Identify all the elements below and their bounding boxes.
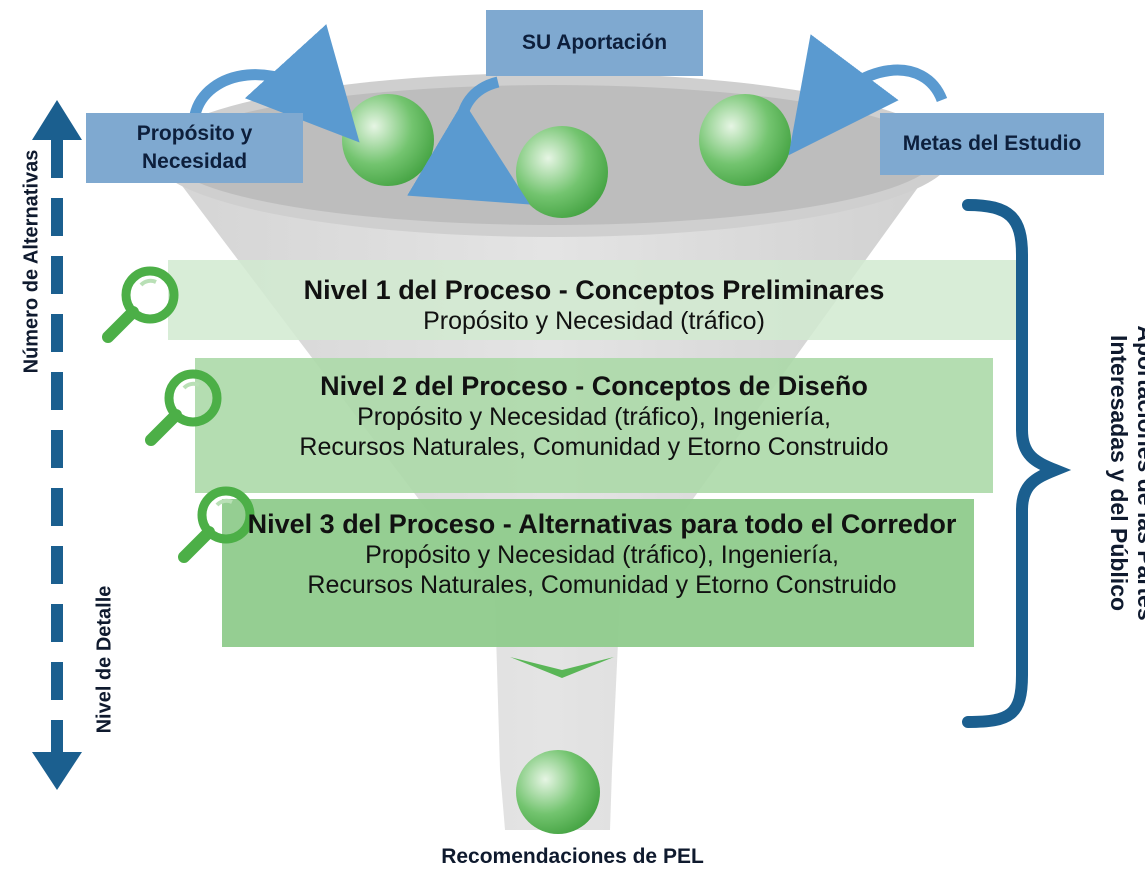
input-label-proposito: Propósito y Necesidad <box>136 121 253 173</box>
input-label-aportacion: SU Aportación <box>521 30 668 54</box>
level-3-description-line2: Recursos Naturales, Comunidad y Etorno C… <box>307 571 897 599</box>
magnifier-icon <box>178 486 255 563</box>
level-3-band <box>222 499 974 647</box>
level-3: Nivel 3 del Proceso - Alternativas para … <box>246 508 958 600</box>
axis-bottom-label: Nivel de Detalle <box>93 585 116 734</box>
output-label: Recomendaciones de PEL <box>441 845 704 868</box>
level-1-title: Nivel 1 del Proceso - Conceptos Prelimin… <box>303 275 885 305</box>
input-box-aportacion: SU Aportación <box>486 10 703 76</box>
level-2-description-line2: Recursos Naturales, Comunidad y Etorno C… <box>299 433 889 461</box>
axis-top-label: Número de Alternativas <box>20 149 43 374</box>
right-bracket <box>962 199 1072 728</box>
input-label-metas: Metas del Estudio <box>902 131 1082 155</box>
level-3-description-line1: Propósito y Necesidad (tráfico), Ingenie… <box>365 541 839 569</box>
magnifier-icon <box>102 266 179 343</box>
green-ball-3 <box>699 94 791 186</box>
arrow-aportacion <box>407 76 530 205</box>
bracket-label-line2: Interesadas y del Público <box>1106 334 1132 612</box>
input-box-proposito: Propósito y Necesidad <box>86 113 303 183</box>
level-2: Nivel 2 del Proceso - Conceptos de Diseñ… <box>195 370 993 462</box>
arrow-down-icon <box>32 752 82 790</box>
level-2-description-line1: Propósito y Necesidad (tráfico), Ingenie… <box>357 403 831 431</box>
arrow-metas <box>788 34 948 156</box>
level-2-title: Nivel 2 del Proceso - Conceptos de Diseñ… <box>320 371 868 401</box>
chevron-down-icon <box>510 657 614 678</box>
green-ball-1 <box>342 94 434 186</box>
level-3-title: Nivel 3 del Proceso - Alternativas para … <box>247 509 957 539</box>
green-ball-2 <box>516 126 608 218</box>
input-box-metas: Metas del Estudio <box>880 113 1104 175</box>
arrow-proposito <box>189 24 360 143</box>
bracket-label-line1: Aportaciones de las Partes <box>1133 325 1145 621</box>
output-ball <box>516 750 600 834</box>
bracket-label: Aportaciones de las Partes Interesadas y… <box>1103 283 1145 663</box>
level-2-band <box>195 358 993 493</box>
magnifier-icon <box>145 369 222 446</box>
level-1-description: Propósito y Necesidad (tráfico) <box>423 307 765 335</box>
level-1-band <box>168 260 1020 340</box>
level-1: Nivel 1 del Proceso - Conceptos Prelimin… <box>168 274 1020 336</box>
arrow-up-icon <box>32 100 82 140</box>
